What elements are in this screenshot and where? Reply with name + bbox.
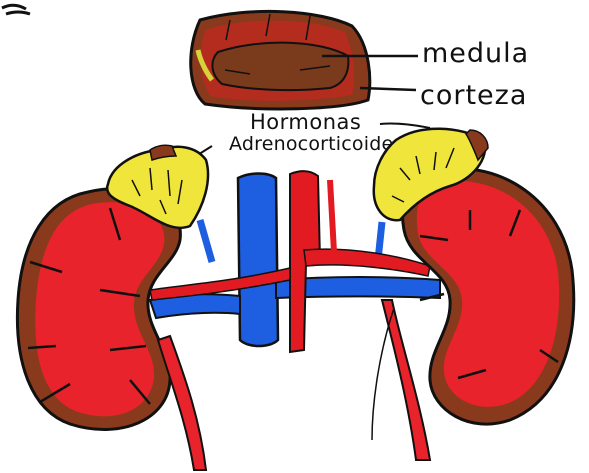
label-hormonas: Hormonas [250,110,361,134]
label-medula: medula [422,38,529,69]
corner-scribble [2,5,30,14]
label-corteza: corteza [420,80,527,111]
adrenal-cross-section [191,11,370,108]
pointer-hormonas [380,124,430,129]
left-ureter [158,336,206,470]
right-renal-artery [304,249,430,276]
label-adrenocorticoides: Adrenocorticoides [229,133,403,155]
